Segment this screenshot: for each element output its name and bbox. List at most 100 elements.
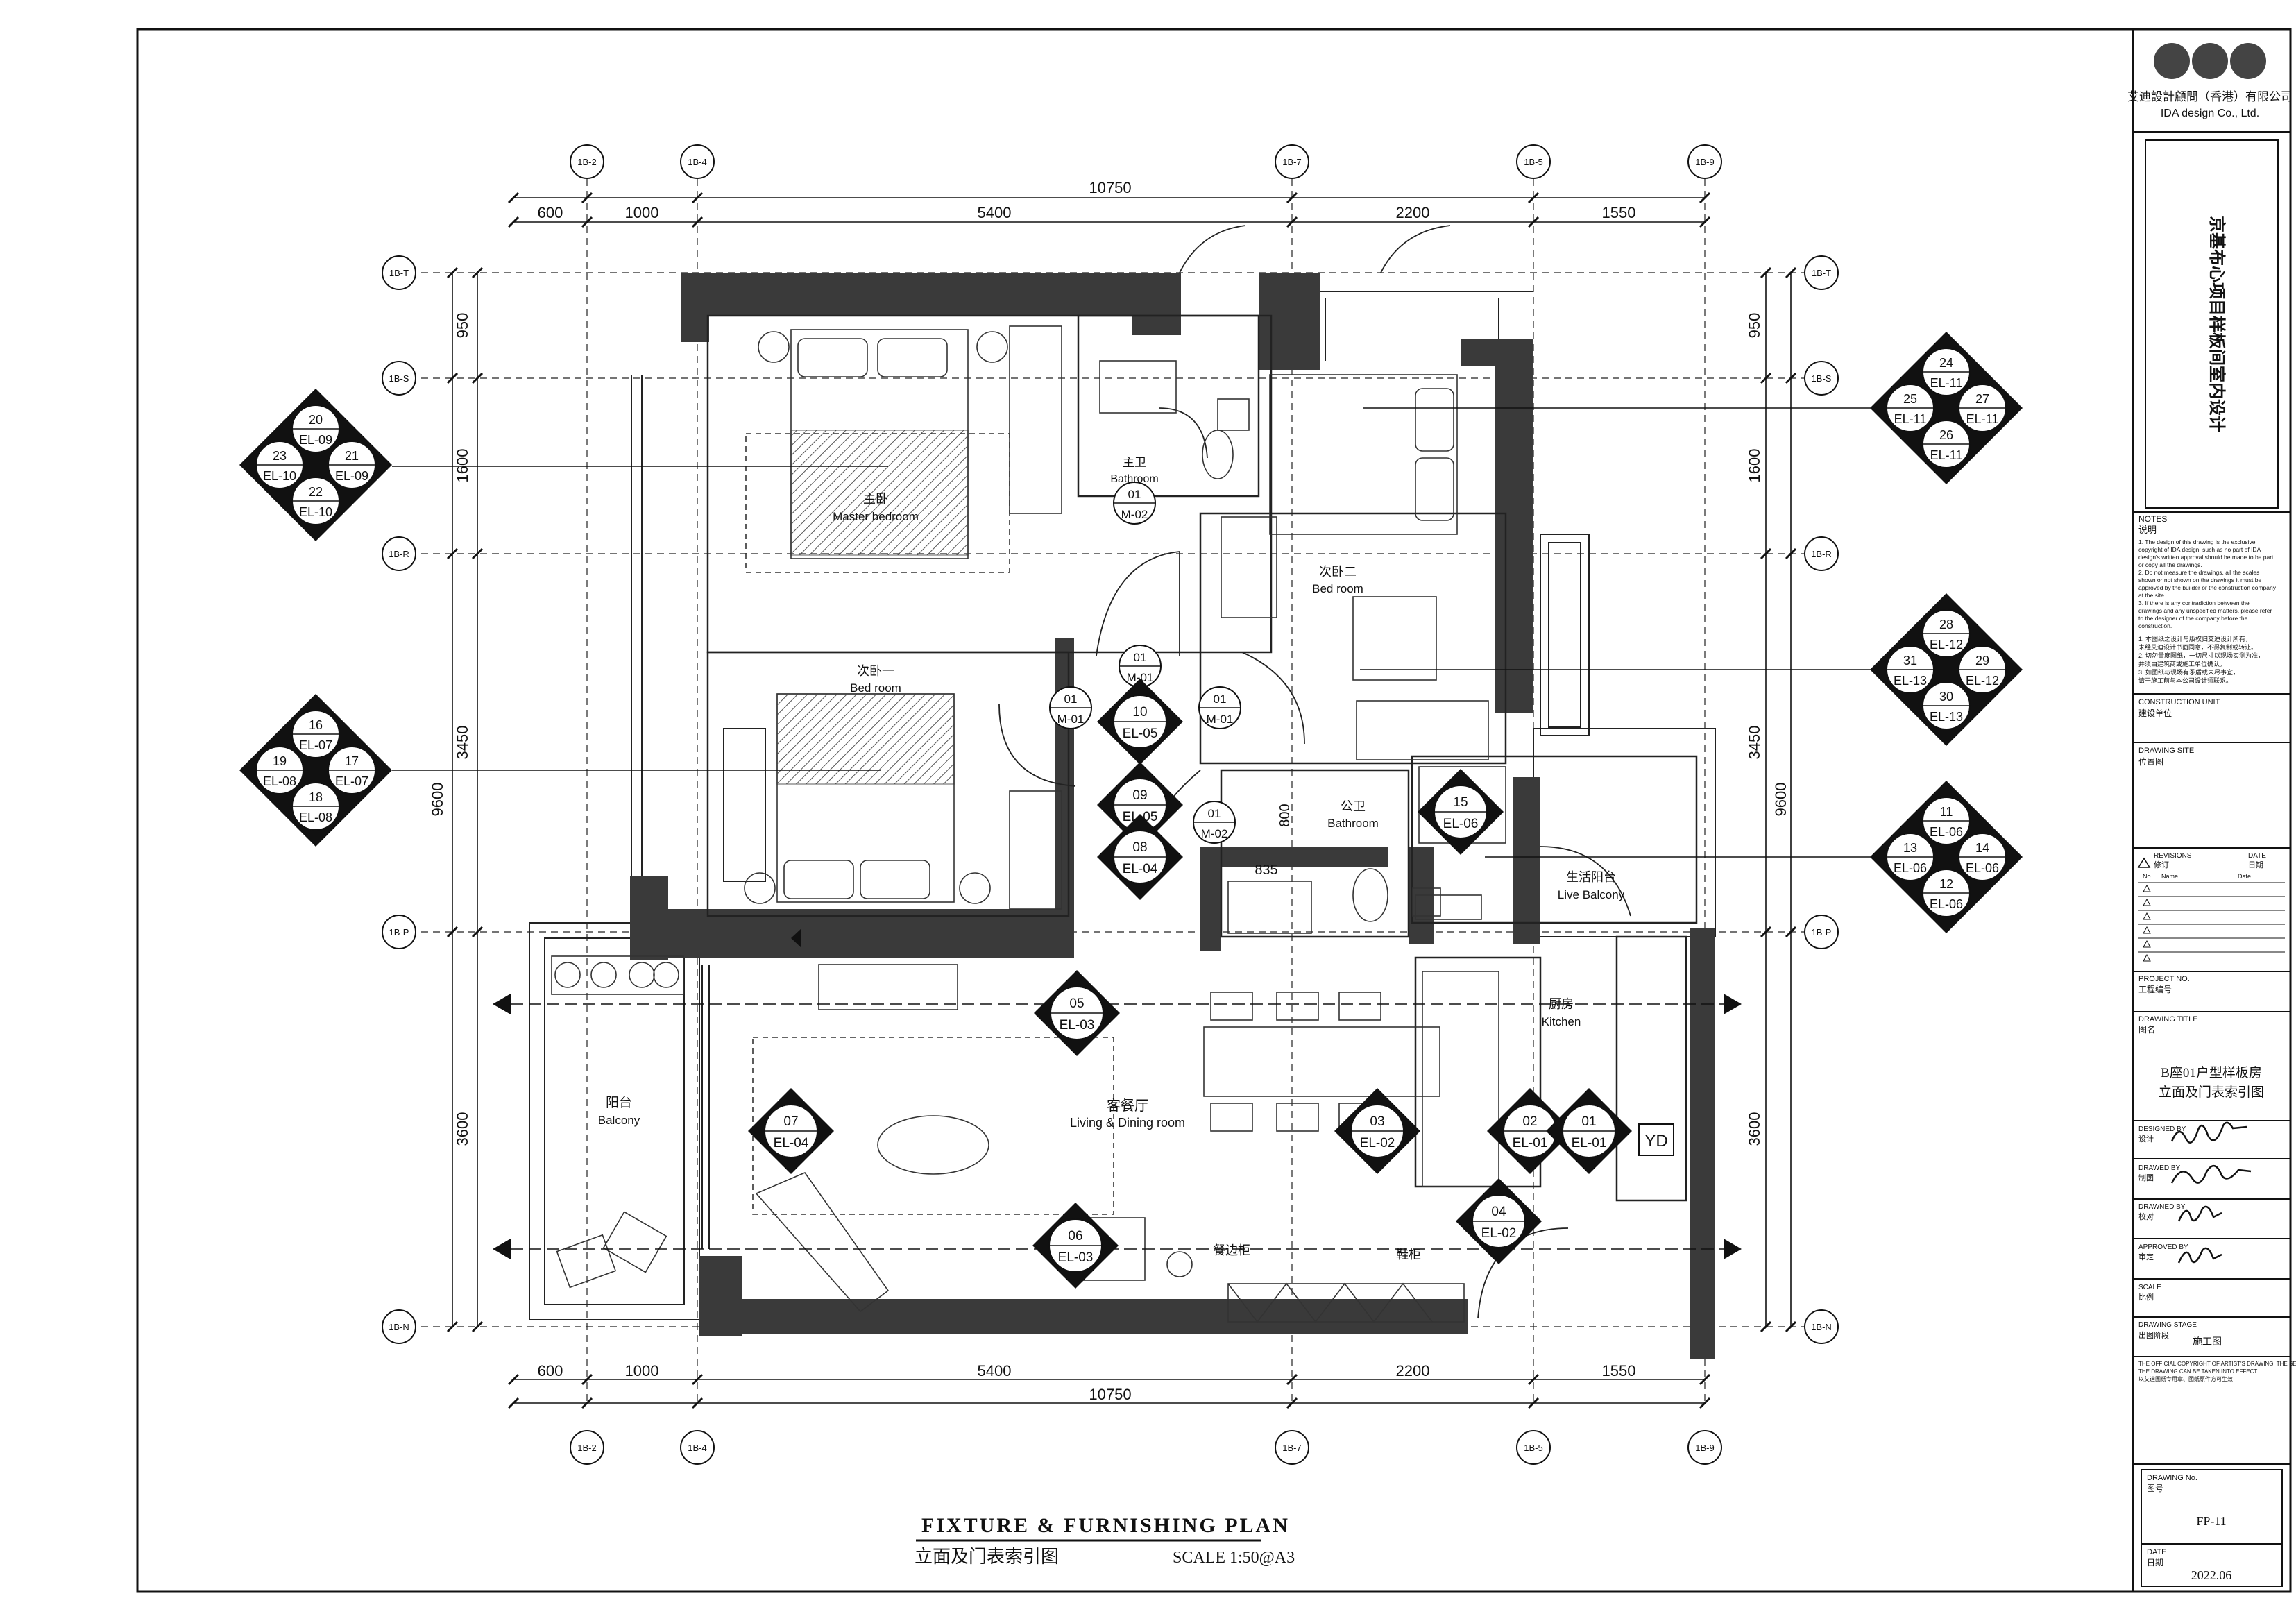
revision-triangle-icon bbox=[2143, 898, 2151, 906]
elevation-marker-number: 06 bbox=[1068, 1229, 1082, 1243]
room-living-en: Living & Dining room bbox=[1070, 1116, 1185, 1130]
elevation-marker-code: EL-05 bbox=[1123, 726, 1158, 741]
grid-bubble-label: 1B-9 bbox=[1695, 157, 1714, 167]
drawing-no-label-en: DRAWING No. bbox=[2147, 1474, 2197, 1482]
checked-by-label-en: DRAWNED BY bbox=[2138, 1203, 2186, 1211]
grid-bubble bbox=[1804, 915, 1839, 949]
notes-en: 1. The design of this drawing is the exc… bbox=[2138, 538, 2277, 629]
dim-tick bbox=[507, 216, 520, 228]
title-block: 艾迪設計顧問（香港）有限公司 IDA design Co., Ltd. 京基布心… bbox=[2127, 43, 2296, 1587]
grid-bubble-label: 1B-P bbox=[389, 927, 409, 937]
dim-tick bbox=[581, 216, 593, 228]
room-balcony-cn: 阳台 bbox=[606, 1095, 632, 1110]
note-line: design's written approval should be made… bbox=[2138, 554, 2274, 561]
company-name-cn: 艾迪設計顧問（香港）有限公司 bbox=[2127, 90, 2293, 103]
elevation-cluster-code: EL-09 bbox=[335, 469, 368, 483]
elevation-marker-code: EL-01 bbox=[1513, 1136, 1548, 1150]
designer-signature bbox=[2170, 1121, 2247, 1144]
elevation-cluster bbox=[239, 389, 392, 541]
stage-value: 施工图 bbox=[2193, 1336, 2222, 1347]
dim-top-2200: 2200 bbox=[1396, 204, 1430, 221]
elevation-cluster-number: 11 bbox=[1940, 805, 1953, 819]
grid-bubble-label: 1B-R bbox=[389, 549, 409, 559]
grid-bubble-label: 1B-P bbox=[1812, 927, 1832, 937]
elevation-cluster-code: EL-13 bbox=[1930, 710, 1963, 724]
dim-tick bbox=[446, 372, 459, 384]
dim-tick bbox=[691, 1397, 704, 1409]
elevation-marker-code: EL-06 bbox=[1443, 817, 1479, 831]
room-master-en: Master bedroom bbox=[833, 510, 919, 523]
checker-signature bbox=[2177, 1205, 2222, 1222]
grid-bubble bbox=[1275, 144, 1309, 179]
note-line: to the designer of the company before th… bbox=[2138, 615, 2248, 622]
dim-tick bbox=[1760, 547, 1772, 560]
elevation-cluster-number: 12 bbox=[1939, 877, 1953, 891]
floor-plan: 主卧 Master bedroom 主卫 Bathroom 次卧二 Bed ro… bbox=[392, 225, 1873, 1359]
revisions-label-en: REVISIONS bbox=[2154, 852, 2192, 860]
logo-circle-2 bbox=[2192, 43, 2228, 79]
stage-label-en: DRAWING STAGE bbox=[2138, 1321, 2197, 1329]
elevation-cluster-number: 13 bbox=[1903, 841, 1917, 855]
room-bed1-cn: 次卧一 bbox=[857, 664, 894, 678]
grid-bubble bbox=[382, 255, 416, 290]
dim-tick bbox=[581, 1397, 593, 1409]
dim-tick bbox=[1286, 1397, 1298, 1409]
dim-tick bbox=[1286, 216, 1298, 228]
approved-by-label-cn: 审定 bbox=[2138, 1252, 2154, 1261]
grid-bubble bbox=[1687, 1430, 1722, 1465]
approver-signature bbox=[2177, 1247, 2222, 1264]
elevation-cluster-code: EL-06 bbox=[1894, 861, 1927, 875]
elevation-cluster-number: 27 bbox=[1975, 392, 1989, 406]
dim-tick bbox=[471, 266, 484, 279]
elevation-cluster-number: 14 bbox=[1975, 841, 1989, 855]
grid-bubble-label: 1B-9 bbox=[1695, 1443, 1714, 1453]
revisions-label-cn: 修订 bbox=[2154, 860, 2169, 869]
elevation-cluster-code: EL-11 bbox=[1966, 412, 1999, 426]
dim-bottom-2200: 2200 bbox=[1396, 1362, 1430, 1379]
door-tag-number: 01 bbox=[1128, 488, 1141, 501]
elevation-cluster-code: EL-06 bbox=[1930, 897, 1963, 911]
dim-top-1550: 1550 bbox=[1602, 204, 1636, 221]
elevation-cluster-code: EL-11 bbox=[1930, 376, 1963, 390]
balcony-planter bbox=[551, 955, 684, 995]
grid-bubble-label: 1B-N bbox=[389, 1322, 409, 1332]
dim-tick bbox=[691, 1373, 704, 1386]
dim-tick bbox=[1527, 1373, 1540, 1386]
room-kitchen-en: Kitchen bbox=[1542, 1015, 1581, 1028]
project-no-label-cn: 工程编号 bbox=[2138, 984, 2172, 994]
dim-tick bbox=[1760, 1320, 1772, 1333]
grid-bubble bbox=[570, 144, 604, 179]
elevation-cluster-code: EL-07 bbox=[335, 774, 368, 788]
elevation-cluster-number: 24 bbox=[1939, 356, 1953, 370]
balcony-outline bbox=[529, 922, 700, 1320]
elevation-markers: 10EL-0509EL-0508EL-0415EL-0605EL-0307EL-… bbox=[748, 679, 1632, 1289]
door-tag-number: 01 bbox=[1214, 692, 1227, 706]
dim-top-5400: 5400 bbox=[978, 204, 1012, 221]
grid-bubble-label: 1B-T bbox=[389, 268, 409, 278]
dim-tick bbox=[507, 1373, 520, 1386]
grid-bubble-label: 1B-T bbox=[1812, 268, 1831, 278]
date-label-cn: 日期 bbox=[2147, 1558, 2163, 1567]
grid-bubble bbox=[1804, 361, 1839, 396]
dim-800: 800 bbox=[1277, 804, 1293, 826]
dim-835: 835 bbox=[1255, 863, 1277, 878]
drafter-signature bbox=[2170, 1165, 2252, 1184]
dim-tick bbox=[1785, 266, 1797, 279]
elevation-cluster bbox=[1870, 781, 2023, 933]
dim-top-600: 600 bbox=[538, 204, 563, 221]
elevation-cluster bbox=[1870, 593, 2023, 746]
note-line: 3. If there is any contradiction between… bbox=[2138, 600, 2250, 606]
revisions-col-no: No. bbox=[2143, 873, 2152, 880]
grid-bubble bbox=[680, 144, 715, 179]
elevation-cluster-number: 25 bbox=[1903, 392, 1917, 406]
dim-tick bbox=[1785, 926, 1797, 938]
door-tag-code: M-02 bbox=[1201, 827, 1228, 840]
grid-bubble-label: 1B-5 bbox=[1524, 157, 1542, 167]
yd-box bbox=[1638, 1123, 1674, 1156]
door-tag-code: M-01 bbox=[1127, 671, 1154, 684]
elevation-cluster-number: 23 bbox=[273, 449, 287, 463]
room-live-balcony-cn: 生活阳台 bbox=[1566, 870, 1616, 884]
dim-tick bbox=[1699, 1397, 1711, 1409]
elevation-cluster-code: EL-12 bbox=[1966, 674, 1999, 688]
